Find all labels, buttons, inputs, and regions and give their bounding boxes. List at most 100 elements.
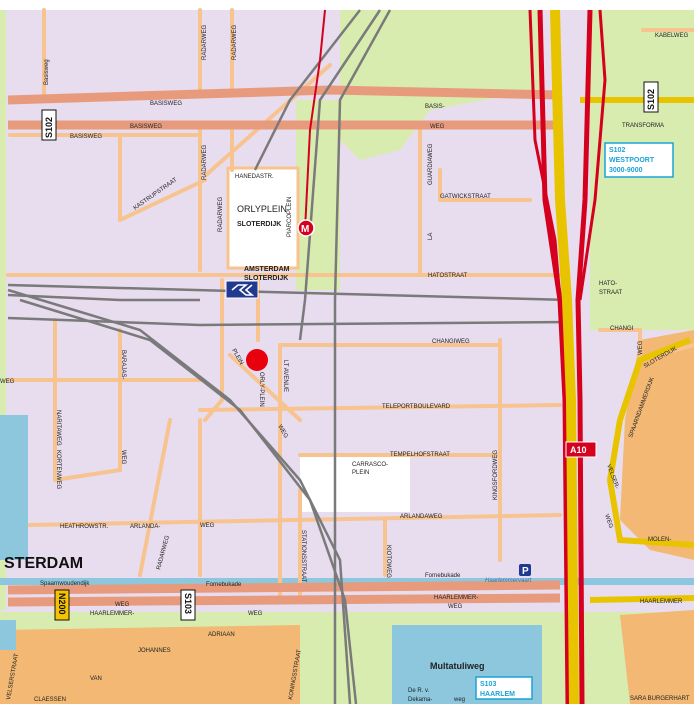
orlyplein-plaza — [226, 166, 300, 270]
label-molen: MOLEN- — [648, 537, 671, 543]
label-kabelweg: KABELWEG — [655, 33, 689, 39]
route-sign-n200-text: N200 — [57, 593, 67, 615]
route-sign-s102-right-text: S102 — [646, 89, 656, 110]
train-station-icon[interactable] — [225, 280, 259, 299]
rail-line — [333, 9, 392, 704]
label-haarlemmer: HAARLEMMER- — [90, 611, 134, 617]
label-stationsstraat: STATIONSSTRAAT — [300, 530, 306, 583]
label-lt-avenue: LT AVENUE — [282, 360, 288, 392]
label-guardiaweg: GUARDIAWEG — [428, 143, 434, 185]
label-radarweg-4: RADARWEG — [218, 196, 224, 232]
label-fornebukade: Fornebukade — [206, 582, 242, 588]
metro-symbol-text: M — [301, 224, 309, 235]
label-naritaweg: NARITAWEG — [55, 410, 61, 446]
label-kingsfordweg: KINGSFORDWEG — [493, 450, 499, 500]
street — [138, 418, 172, 577]
label-van: VAN — [90, 676, 102, 682]
label-multatuliweg: Multatuliweg — [430, 661, 485, 671]
rail-line — [7, 293, 200, 302]
label-adriaan: ADRIAAN — [208, 632, 235, 638]
street — [118, 178, 207, 222]
street — [198, 403, 562, 412]
route-sign-a10: A10 — [565, 441, 597, 458]
street — [204, 63, 332, 177]
label-plein-carrasco: PLEIN — [352, 470, 369, 476]
label-weg-haar3: WEG — [448, 604, 463, 610]
label-straat: STRAAT — [599, 290, 623, 296]
label-weg: WEG — [430, 124, 445, 130]
road-haarlemmerweg-east — [589, 595, 694, 603]
road-sloterdijk-east — [606, 337, 694, 548]
label-carrasco: CARRASCO- — [352, 462, 388, 468]
route-sign-s102-left-text: S102 — [44, 117, 54, 138]
top-margin — [0, 0, 694, 10]
rail-line — [7, 283, 571, 302]
label-gatwickstraat: GATWICKSTRAAT — [440, 194, 491, 200]
parking-symbol-text: P — [522, 566, 529, 577]
route-sign-a10-text: A10 — [570, 445, 587, 455]
label-weg-haar: WEG — [115, 602, 130, 608]
label-weg-left: WEG — [0, 379, 15, 385]
street — [53, 468, 122, 482]
street-network — [6, 8, 694, 602]
green-area-west — [0, 10, 6, 610]
label-transforma: TRANSFORMA — [622, 123, 664, 129]
label-basisweg-3: BASISWEG — [70, 134, 102, 140]
metro-station-icon[interactable]: M — [297, 219, 315, 237]
label-johannes: JOHANNES — [138, 648, 171, 654]
rail-line — [298, 9, 382, 341]
label-kiotoweg: KIOTOWEG — [385, 545, 391, 578]
location-marker-icon[interactable] — [246, 349, 268, 371]
label-arlanda: ARLANDA- — [130, 524, 160, 530]
yellow-roads — [580, 97, 694, 603]
label-basis: BASIS- — [425, 104, 445, 110]
exit-sign-westpoort: S102 WESTPOORT 3000-9000 — [604, 142, 674, 178]
street — [28, 513, 562, 527]
label-sloterdijk: SLOTERDIJK — [237, 221, 281, 228]
label-radarweg-1: RADARWEG — [202, 24, 208, 60]
rail-line — [19, 298, 358, 704]
street — [203, 278, 224, 422]
label-heathrowstr: HEATHROWSTR. — [60, 524, 109, 530]
rail-line — [7, 288, 352, 704]
parking-icon[interactable]: P — [519, 564, 531, 577]
label-basisweg-2: BASISWEG — [130, 124, 162, 130]
label-teleportboulevard: TELEPORTBOULEVARD — [382, 404, 451, 410]
label-weg-arlanda: WEG — [200, 523, 215, 529]
carrasco-plaza — [300, 456, 410, 512]
label-hatostraat: HATOSTRAAT — [428, 273, 468, 279]
water-west-canal — [0, 415, 28, 560]
label-haarlemmer-3: HAARLEMMER — [640, 599, 683, 605]
train-logo-icon — [231, 284, 255, 296]
water-west-south — [0, 620, 16, 650]
built-areas — [0, 330, 694, 704]
road-haarlemmerweg — [7, 593, 561, 607]
label-claessen: CLAESSEN — [34, 697, 66, 703]
label-la: LA — [428, 233, 434, 240]
label-piarcoplein: PIARCOPLEIN — [287, 197, 293, 237]
metro-line — [304, 9, 326, 231]
label-basisweg-left: Basisweg — [44, 59, 50, 85]
rail-line — [7, 316, 571, 327]
water-areas — [0, 415, 694, 704]
label-orlyplein: ORLYPLEIN — [237, 204, 287, 214]
label-arlandaweg: ARLANDAWEG — [400, 514, 443, 520]
label-sara-burgerhart: SARA BURGERHART — [630, 696, 690, 702]
built-block-east — [620, 330, 694, 560]
route-sign-s102-right: S102 — [643, 81, 659, 113]
label-changiweg: CHANGIWEG — [432, 339, 470, 345]
exit-sign-haarlem-name: HAARLEM — [480, 691, 515, 698]
route-sign-s102-left: S102 — [41, 109, 57, 141]
a10-ramp — [578, 9, 607, 301]
label-tempelhofstraat: TEMPELHOFSTRAAT — [390, 452, 450, 458]
label-hato: HATO- — [599, 281, 617, 287]
label-weg-kort: WEG — [120, 450, 126, 465]
a10-edge — [575, 9, 593, 704]
motorway-a10 — [528, 9, 607, 704]
label-basisweg-1: BASISWEG — [150, 101, 182, 107]
exit-sign-westpoort-name: WESTPOORT — [609, 157, 655, 164]
label-weg-changi: WEG — [638, 340, 644, 355]
exit-sign-haarlem-code: S103 — [480, 681, 496, 688]
a10-carriageway — [550, 9, 579, 704]
